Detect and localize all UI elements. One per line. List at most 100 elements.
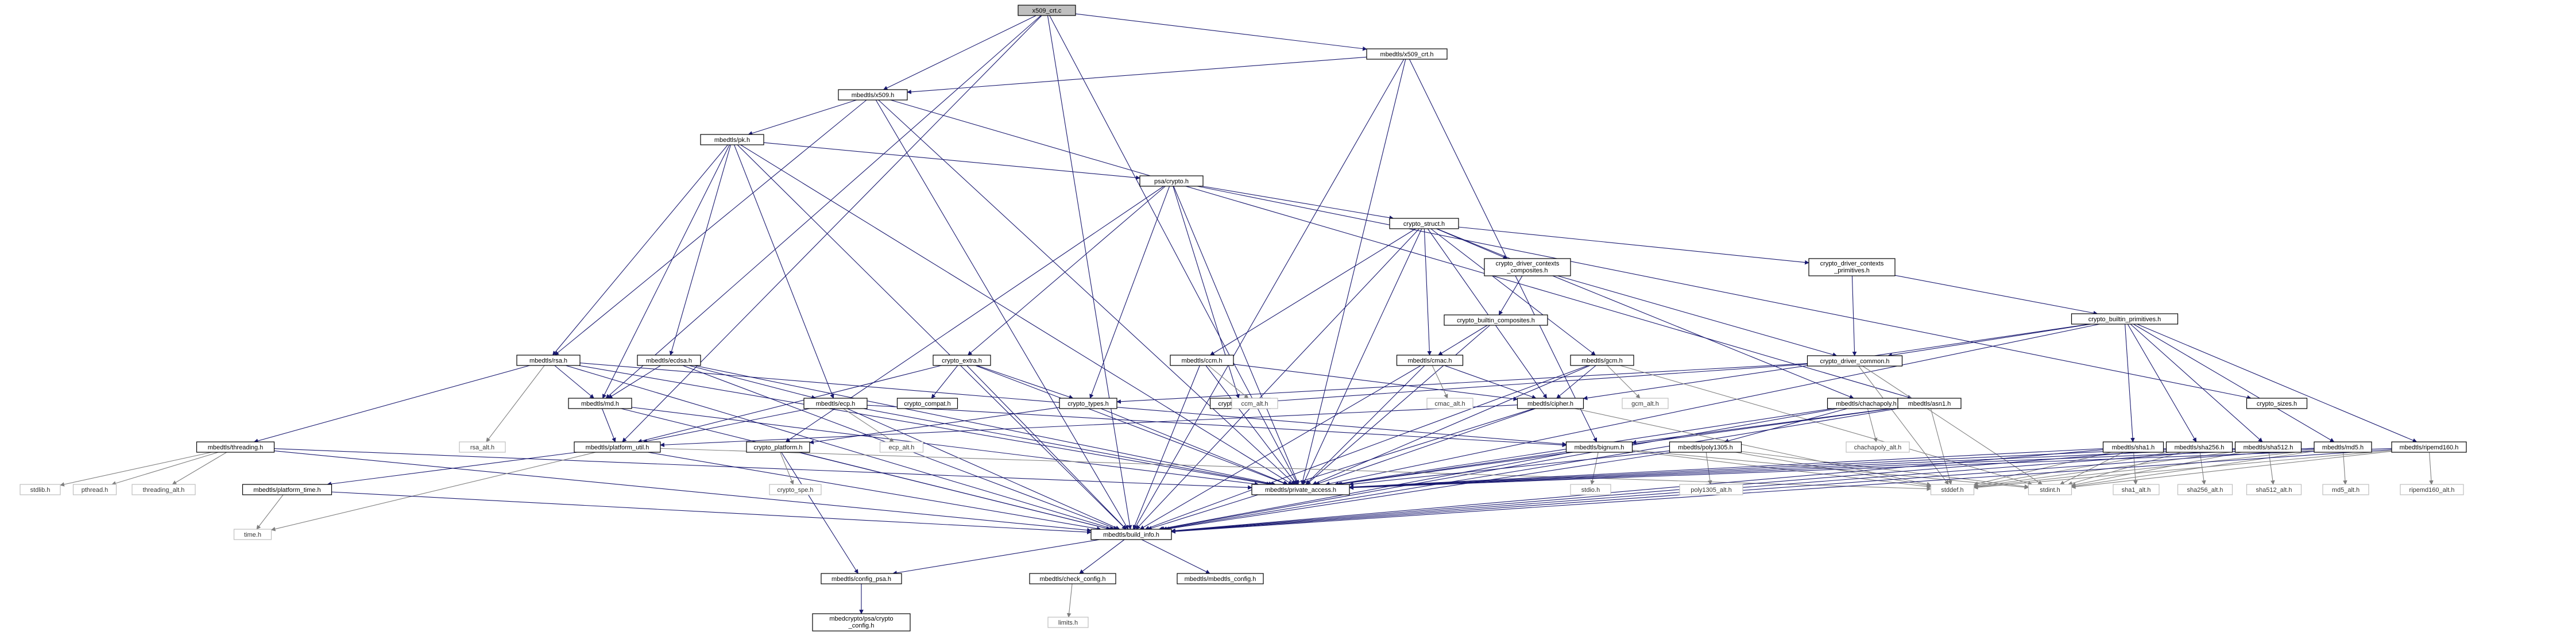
node-platform-time[interactable]: mbedtls/platform_time.h [242, 484, 332, 495]
node-gcm[interactable]: mbedtls/gcm.h [1570, 355, 1634, 366]
node-label: mbedtls/x509_crt.h [1380, 51, 1434, 58]
node-sha1[interactable]: mbedtls/sha1.h [2102, 441, 2164, 453]
edge-n_gcm-to-n_cipher [1556, 365, 1596, 399]
node-drv-prim[interactable]: crypto_driver_contexts_primitives.h [1808, 258, 1896, 276]
node-ecdsa[interactable]: mbedtls/ecdsa.h [637, 355, 701, 366]
node-chachapoly[interactable]: mbedtls/chachapoly.h [1827, 398, 1906, 409]
edge-n_psa_crypto-to-n_crypto_extra [967, 186, 1166, 356]
node-crypto-spe: crypto_spe.h [769, 484, 822, 495]
edge-n_cipher-to-g_stddef [1574, 408, 1932, 487]
node-private-access[interactable]: mbedtls/private_access.h [1251, 484, 1350, 495]
edge-n_x509crt_c-to-n_md [605, 15, 1042, 399]
node-ecp[interactable]: mbedtls/ecp.h [803, 398, 868, 409]
edge-n_crypto_struct-to-n_build_info [1135, 228, 1419, 530]
node-label: crypto_extra.h [942, 357, 982, 364]
edge-n_threading-to-g_stdlib [60, 452, 212, 487]
edge-n_asn1-to-n_bignum [1631, 407, 1898, 445]
node-platform-util[interactable]: mbedtls/platform_util.h [574, 441, 661, 453]
node-drv-common[interactable]: crypto_driver_common.h [1807, 355, 1903, 367]
node-label: stdio.h [1581, 487, 1600, 494]
edge-n_psa_crypto-to-n_crypto_struct [1202, 186, 1394, 220]
node-config-psa[interactable]: mbedtls/config_psa.h [821, 573, 902, 584]
edge-n_cipher-to-n_build_info [1147, 408, 1534, 530]
edge-n_x509_h-to-n_build_info [875, 99, 1129, 530]
edge-n_x509crt_h-to-n_x509_h [907, 56, 1367, 94]
node-md5[interactable]: mbedtls/md5.h [2314, 441, 2372, 453]
edge-n_rsa-to-n_threading [253, 365, 530, 443]
node-label: mbedtls/pk.h [714, 137, 750, 144]
node-crypto-platform[interactable]: crypto_platform.h [746, 441, 810, 453]
node-label: crypto_builtin_primitives.h [2088, 316, 2161, 323]
edge-n_drv_prim-to-n_bi_prim [1894, 275, 2098, 315]
node-label: limits.h [1058, 619, 1078, 626]
node-cmac-alt: cmac_alt.h [1426, 398, 1473, 409]
node-cmac[interactable]: mbedtls/cmac.h [1396, 355, 1464, 366]
edge-n_drv_comp-to-n_drv_common [1557, 275, 1838, 357]
edge-n_ccm-to-g_ccm_alt [1208, 365, 1249, 399]
node-drv-comp[interactable]: crypto_driver_contexts_composites.h [1484, 258, 1571, 276]
node-crypto-sizes[interactable]: crypto_sizes.h [2246, 398, 2308, 409]
node-label: mbedtls/chachapoly.h [1836, 401, 1897, 407]
node-asn1[interactable]: mbedtls/asn1.h [1897, 398, 1962, 409]
node-check-config[interactable]: mbedtls/check_config.h [1029, 573, 1116, 584]
node-label: crypto_driver_contexts [1820, 260, 1884, 267]
node-label: sha1_alt.h [2122, 487, 2151, 494]
edge-n_crypto_extra-to-n_private_access [975, 365, 1288, 486]
node-chachapoly-alt: chachapoly_alt.h [1846, 441, 1910, 453]
node-label: mbedtls/cipher.h [1527, 401, 1573, 407]
edge-n_psa_crypto-to-n_private_access [1173, 186, 1299, 485]
node-label: mbedtls/gcm.h [1581, 357, 1623, 364]
node-psa-crypto-config[interactable]: mbedcrypto/psa/crypto_config.h [812, 613, 911, 632]
node-poly1305[interactable]: mbedtls/poly1305.h [1669, 441, 1742, 453]
node-rsa[interactable]: mbedtls/rsa.h [516, 355, 581, 366]
node-sha256[interactable]: mbedtls/sha256.h [2165, 441, 2233, 453]
node-crypto-extra[interactable]: crypto_extra.h [933, 355, 991, 366]
node-crypto-compat[interactable]: crypto_compat.h [896, 398, 958, 409]
node-x509-h[interactable]: mbedtls/x509.h [838, 89, 908, 101]
node-sha512[interactable]: mbedtls/sha512.h [2234, 441, 2302, 453]
edge-n_gcm-to-g_gcm_alt [1607, 365, 1641, 399]
node-psa-crypto[interactable]: psa/crypto.h [1139, 175, 1204, 187]
edge-n_pk_h-to-n_private_access [740, 144, 1293, 485]
edge-n_pk_h-to-n_ecdsa [669, 144, 731, 356]
edge-n_bi_prim-to-n_ripemd160 [2137, 324, 2418, 442]
node-bi-prim[interactable]: crypto_builtin_primitives.h [2071, 313, 2179, 325]
edge-n_md5-to-g_stdint [2071, 451, 2315, 488]
edge-n_sha512-to-g_stdint [2071, 452, 2242, 487]
node-rsa-alt: rsa_alt.h [459, 441, 506, 453]
edge-n_build_info-to-n_config_psa [892, 539, 1100, 575]
node-stdlib: stdlib.h [20, 484, 61, 495]
node-bignum[interactable]: mbedtls/bignum.h [1565, 441, 1633, 453]
node-label: cmac_alt.h [1434, 401, 1465, 407]
edge-n_rsa-to-g_rsa_alt [486, 365, 545, 442]
node-pk-h[interactable]: mbedtls/pk.h [700, 134, 764, 145]
node-md5-alt: md5_alt.h [2322, 484, 2369, 495]
edge-n_x509_h-to-n_asn1 [890, 99, 1912, 399]
node-threading-alt: threading_alt.h [131, 484, 196, 495]
node-bi-comp[interactable]: crypto_builtin_composites.h [1444, 314, 1548, 326]
edge-n_crypto_struct-to-n_drv_comp [1436, 228, 1508, 259]
node-ccm[interactable]: mbedtls/ccm.h [1170, 355, 1234, 366]
node-md[interactable]: mbedtls/md.h [568, 398, 632, 409]
node-x509crt-h[interactable]: mbedtls/x509_crt.h [1366, 48, 1448, 60]
node-ripemd160[interactable]: mbedtls/ripemd160.h [2391, 441, 2467, 453]
node-mbedtls-config[interactable]: mbedtls/mbedtls_config.h [1177, 573, 1264, 584]
edge-n_platform_util-to-n_build_info [647, 452, 1101, 531]
node-label: crypto_driver_common.h [1820, 358, 1889, 365]
node-label: mbedtls/rsa.h [529, 357, 567, 364]
node-crypto-struct[interactable]: crypto_struct.h [1389, 218, 1459, 229]
node-build-info[interactable]: mbedtls/build_info.h [1090, 529, 1172, 540]
edge-n_x509crt_h-to-n_private_access [1301, 59, 1406, 485]
node-label: ecp_alt.h [889, 444, 915, 451]
edge-n_crypto_platform-to-n_config_psa [781, 452, 858, 574]
edge-n_sha1-to-n_private_access [1349, 448, 2103, 490]
node-threading[interactable]: mbedtls/threading.h [196, 441, 275, 453]
node-crypto-types[interactable]: crypto_types.h [1059, 398, 1117, 409]
node-label: mbedtls/check_config.h [1040, 576, 1106, 583]
node-cipher[interactable]: mbedtls/cipher.h [1517, 398, 1584, 409]
edge-n_drv_comp-to-n_bi_comp [1498, 275, 1523, 315]
node-label: mbedtls/platform_time.h [253, 487, 320, 494]
edge-n_threading-to-n_private_access [274, 448, 1252, 490]
edge-n_md-to-n_private_access [631, 407, 1259, 486]
